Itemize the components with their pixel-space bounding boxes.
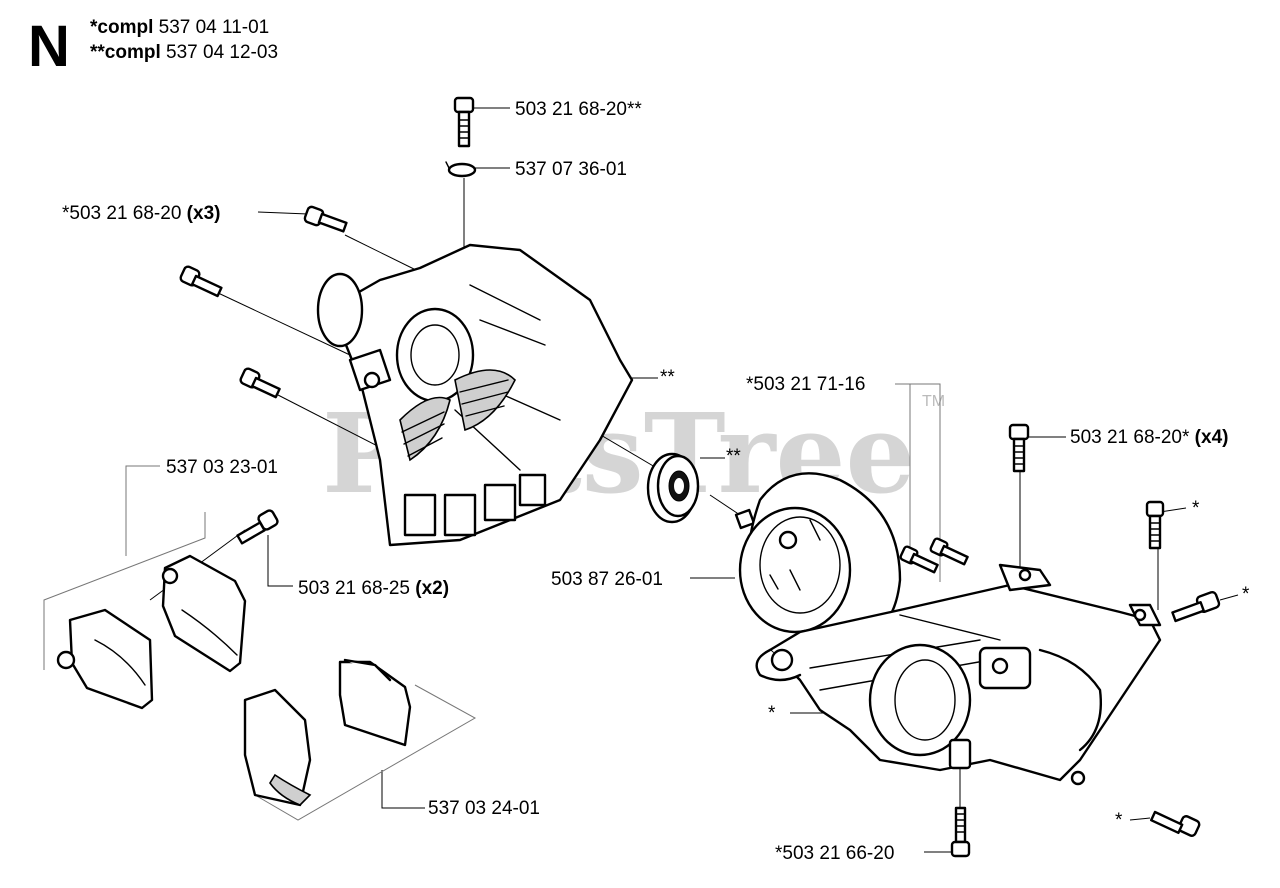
label-star-left: * xyxy=(768,703,776,724)
screw-x2 xyxy=(236,509,279,545)
label-star-bottom: * xyxy=(1115,810,1123,831)
watermark-tm: TM xyxy=(922,393,945,410)
section-letter: N xyxy=(28,14,70,79)
label-retainer: 537 07 36-01 xyxy=(515,159,627,180)
label-bearing-mark: ** xyxy=(726,446,741,467)
screw-bottom xyxy=(950,806,971,858)
label-star-right-1: * xyxy=(1192,498,1200,519)
label-screw-x2: 503 21 68-25 (x2) xyxy=(298,578,449,599)
label-screw-71-16: *503 21 71-16 xyxy=(746,374,865,395)
screw-right-side xyxy=(1171,590,1221,623)
compl-line-1: *compl 537 04 11-01 xyxy=(90,17,269,38)
clamp-upper-parts xyxy=(56,554,247,710)
label-screw-x3: *503 21 68-20 (x3) xyxy=(62,203,220,224)
fan-housing xyxy=(316,243,634,547)
compl-line-2: **compl 537 04 12-03 xyxy=(90,42,278,63)
screw-x4 xyxy=(1008,423,1030,473)
gear-housing xyxy=(755,563,1162,786)
top-screw xyxy=(453,96,475,148)
bearing xyxy=(646,452,700,524)
screw-bottom-right xyxy=(1149,810,1201,837)
label-clamp-upper: 537 03 23-01 xyxy=(166,457,278,478)
clutch-drum xyxy=(734,472,902,642)
screw-x3 xyxy=(303,205,348,233)
label-housing-mark: ** xyxy=(660,367,675,388)
screw-right-top xyxy=(1145,500,1165,550)
label-screw-x4: 503 21 68-20* (x4) xyxy=(1070,427,1228,448)
screw-left-upper xyxy=(179,265,223,298)
screws-71-16 xyxy=(899,537,969,574)
screw-left-lower xyxy=(239,367,281,399)
label-screw-bottom: *503 21 66-20 xyxy=(775,843,894,864)
label-drum: 503 87 26-01 xyxy=(551,569,663,590)
label-clamp-lower: 537 03 24-01 xyxy=(428,798,540,819)
label-star-right-2: * xyxy=(1242,584,1250,605)
label-screw-top: 503 21 68-20** xyxy=(515,99,642,120)
clamp-lower-parts xyxy=(243,658,412,807)
retainer-ring xyxy=(445,161,477,178)
